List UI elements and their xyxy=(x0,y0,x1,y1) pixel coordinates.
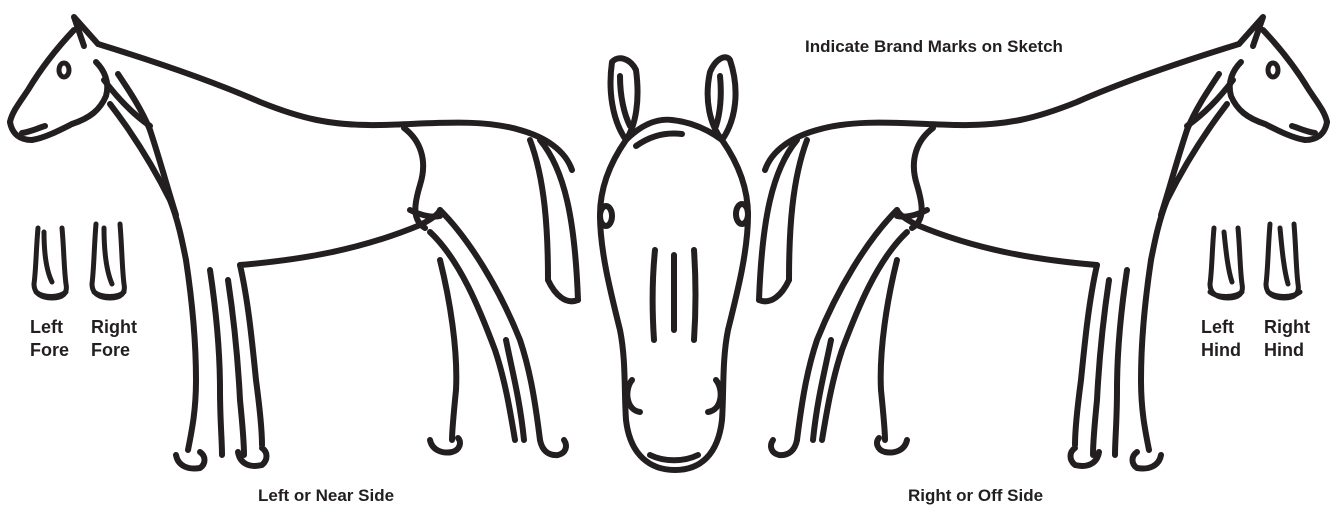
hoof-right-hind-sketch[interactable] xyxy=(1266,224,1300,298)
hoof-label-right-hind: Right Hind xyxy=(1264,316,1310,362)
hoof-label-left-hind-line2: Hind xyxy=(1201,339,1241,362)
hoof-label-right-fore-line2: Fore xyxy=(91,339,137,362)
right-side-view-label: Right or Off Side xyxy=(908,487,1043,504)
left-side-view-label: Left or Near Side xyxy=(258,487,394,504)
hoof-label-left-fore: Left Fore xyxy=(30,316,69,362)
hoof-label-right-hind-line1: Right xyxy=(1264,316,1310,339)
hoof-label-left-hind-line1: Left xyxy=(1201,316,1241,339)
hoof-left-fore-sketch[interactable] xyxy=(34,228,66,298)
form-title: Indicate Brand Marks on Sketch xyxy=(805,38,1063,55)
hoof-left-hind-sketch[interactable] xyxy=(1210,228,1242,298)
hoof-label-right-fore-line1: Right xyxy=(91,316,137,339)
hoof-label-left-hind: Left Hind xyxy=(1201,316,1241,362)
hoof-label-left-fore-line1: Left xyxy=(30,316,69,339)
hoof-label-left-fore-line2: Fore xyxy=(30,339,69,362)
horse-right-side-sketch[interactable] xyxy=(759,17,1327,468)
hoof-label-right-hind-line2: Hind xyxy=(1264,339,1310,362)
hoof-right-fore-sketch[interactable] xyxy=(92,224,124,298)
hoof-label-right-fore: Right Fore xyxy=(91,316,137,362)
horse-head-front-sketch[interactable] xyxy=(600,57,748,470)
